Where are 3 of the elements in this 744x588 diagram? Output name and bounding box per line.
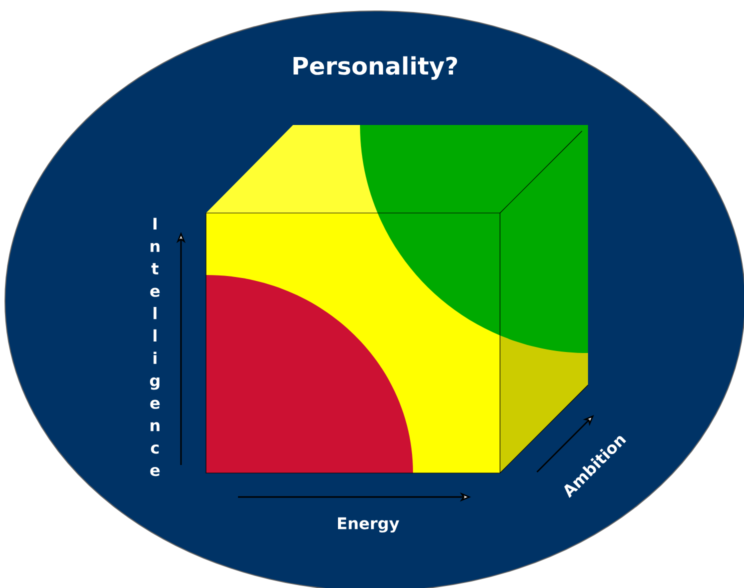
axis-label: Energy	[338, 517, 400, 533]
axis-label: Intelligence	[150, 218, 160, 476]
title: Personality?	[294, 56, 458, 80]
